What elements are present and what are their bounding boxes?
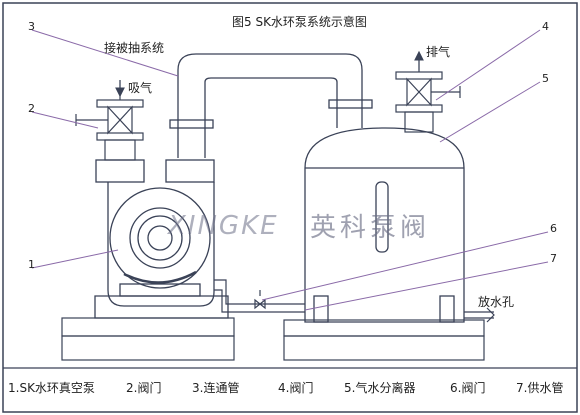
watermark-latin: XINGKE: [166, 211, 279, 241]
callout-number: 1: [28, 258, 35, 271]
diagram-title: 图5 SK水环泵系统示意图: [232, 14, 367, 29]
legend-item: 5.气水分离器: [344, 380, 415, 395]
legend-item: 3.连通管: [192, 380, 239, 395]
callout-number: 7: [550, 252, 557, 265]
drain-hole-label: 放水孔: [478, 294, 514, 309]
water-supply-pipe: [214, 279, 305, 313]
legend-item: 6.阀门: [450, 380, 485, 395]
callout-number: 3: [28, 20, 35, 33]
intake-system-label: 接被抽系统: [104, 40, 164, 55]
exhaust-valve: [395, 58, 461, 133]
connecting-pipe: [169, 53, 373, 158]
callout-number: 2: [28, 102, 35, 115]
callout-number: 5: [542, 72, 549, 85]
legend-item: 1.SK水环真空泵: [8, 381, 95, 395]
water-ring-pump: [94, 159, 229, 319]
drain-outlet: [464, 307, 495, 323]
watermark-chinese: 英科泵阀: [310, 213, 430, 243]
callout-number: 4: [542, 20, 549, 33]
callout-number: 6: [550, 222, 557, 235]
foundation-base: [61, 317, 485, 361]
legend-item: 4.阀门: [278, 380, 313, 395]
separator-tank: [304, 127, 465, 323]
legend-item: 2.阀门: [126, 380, 161, 395]
suction-label: 吸气: [128, 80, 152, 95]
legend-item: 7.供水管: [516, 380, 563, 395]
exhaust-label: 排气: [426, 44, 450, 59]
flow-arrows: [115, 50, 424, 98]
callout-leaders: [31, 29, 549, 311]
